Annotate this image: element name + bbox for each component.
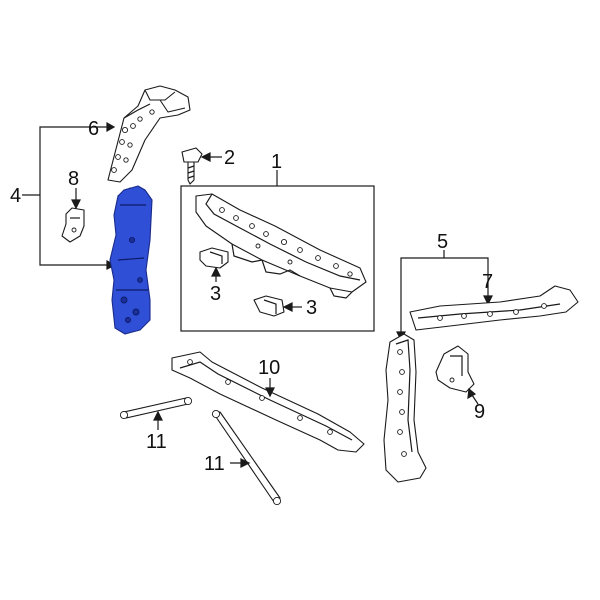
part-7-upper-bar — [409, 285, 579, 331]
group-4-bracket — [22, 121, 117, 270]
part-10-lower-support — [171, 351, 365, 453]
part-2-bolt — [181, 147, 222, 185]
arrow-6-head — [106, 121, 116, 133]
part-5-side-column — [383, 333, 427, 483]
callout-11a: 11 — [146, 431, 167, 453]
part-11a-brace — [119, 396, 193, 430]
callout-7: 7 — [482, 271, 493, 293]
part-9-bracket — [435, 345, 479, 405]
callout-4: 4 — [10, 185, 21, 207]
callout-11b: 11 — [204, 453, 225, 475]
callout-2: 2 — [224, 147, 235, 169]
part-3b-clip — [253, 295, 302, 317]
group-1-box — [180, 170, 375, 332]
callout-8: 8 — [68, 168, 79, 190]
part-11b-brace — [211, 409, 282, 506]
part-6-upper-support — [107, 85, 191, 183]
part-3a-clip — [199, 247, 229, 282]
callout-3a: 3 — [210, 283, 221, 305]
bracket-4-line — [39, 126, 113, 266]
callout-9: 9 — [474, 401, 485, 423]
bracket-5-line — [400, 257, 489, 340]
callout-5: 5 — [437, 231, 448, 253]
part-4-highlighted-support — [109, 185, 153, 335]
callout-3b: 3 — [306, 297, 317, 319]
callout-1: 1 — [271, 151, 282, 173]
part-8-small-bracket — [61, 188, 85, 243]
callout-10: 10 — [258, 357, 280, 379]
callout-6: 6 — [88, 118, 99, 140]
part-1-upper-panel — [195, 193, 367, 299]
